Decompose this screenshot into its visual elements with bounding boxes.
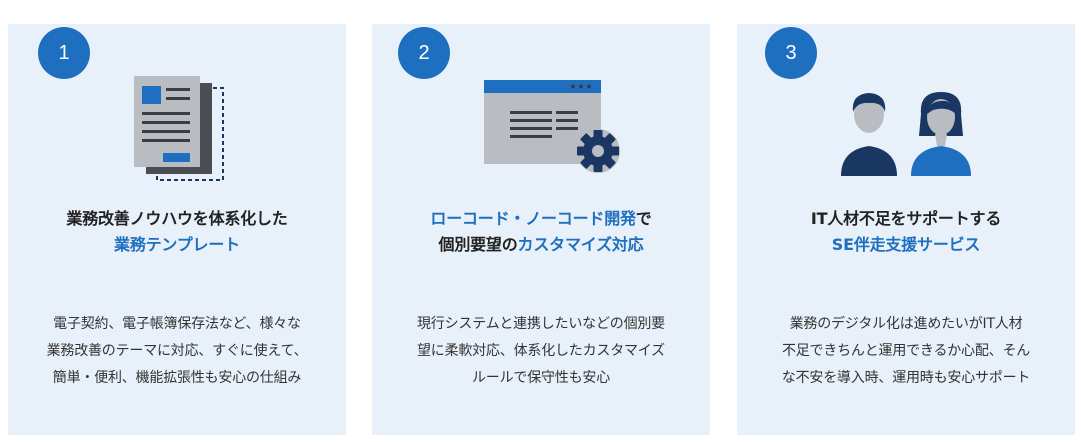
desc-line: な不安を導入時、運用時も安心サポート — [781, 370, 1031, 386]
desc-line: 業務のデジタル化は進めたいがIT人材 — [789, 316, 1023, 332]
desc-line: 現行システムと連携したいなどの個別要 — [417, 316, 665, 332]
title-text: で — [635, 209, 652, 228]
browser-gear-icon — [484, 80, 620, 173]
desc-line: 簡単・便利、機能拡張性も安心の仕組み — [52, 370, 302, 386]
card-title-3: IT人材不足をサポートする SE伴走支援サービス — [737, 206, 1075, 258]
title-highlight: ローコード・ノーコード開発 — [430, 209, 636, 228]
title-highlight: SE伴走支援サービス — [831, 235, 981, 254]
card-description-3: 業務のデジタル化は進めたいがIT人材 不足できちんと運用できるか心配、そん な不… — [737, 311, 1075, 392]
feature-card-1: 1 業務改善ノウハウを体系化した 業務テンプレート 電子契約、電子帳簿保存法など… — [8, 24, 346, 435]
title-text: IT人材不足をサポートする — [810, 209, 1002, 228]
desc-line: ルールで保守性も安心 — [472, 370, 610, 386]
title-highlight: 業務テンプレート — [114, 235, 240, 254]
step-badge-1: 1 — [38, 27, 90, 79]
feature-card-2: 2 ローコード・ノーコード開発で 個別要望のカスタマイズ対応 — [372, 24, 710, 435]
desc-line: 不足できちんと運用できるか心配、そん — [781, 343, 1031, 359]
desc-line: 電子契約、電子帳簿保存法など、様々な — [53, 316, 301, 332]
title-text: 個別要望の — [438, 235, 518, 254]
desc-line: 望に柔軟対応、体系化したカスタマイズ — [417, 343, 665, 359]
document-template-icon — [134, 76, 224, 181]
card-title-1: 業務改善ノウハウを体系化した 業務テンプレート — [8, 206, 346, 258]
card-description-1: 電子契約、電子帳簿保存法など、様々な 業務改善のテーマに対応、すぐに使えて、 簡… — [8, 311, 346, 392]
card-title-2: ローコード・ノーコード開発で 個別要望のカスタマイズ対応 — [372, 206, 710, 258]
step-badge-2: 2 — [398, 27, 450, 79]
title-highlight: カスタマイズ対応 — [517, 235, 644, 254]
support-people-icon — [841, 92, 971, 176]
title-text: 業務改善ノウハウを体系化した — [66, 209, 288, 228]
step-badge-3: 3 — [765, 27, 817, 79]
feature-card-3: 3 IT人材不足をサポートする SE伴走支援サービス 業務のデジタル化は進めたい… — [737, 24, 1075, 435]
card-description-2: 現行システムと連携したいなどの個別要 望に柔軟対応、体系化したカスタマイズ ルー… — [372, 311, 710, 392]
desc-line: 業務改善のテーマに対応、すぐに使えて、 — [46, 343, 308, 359]
